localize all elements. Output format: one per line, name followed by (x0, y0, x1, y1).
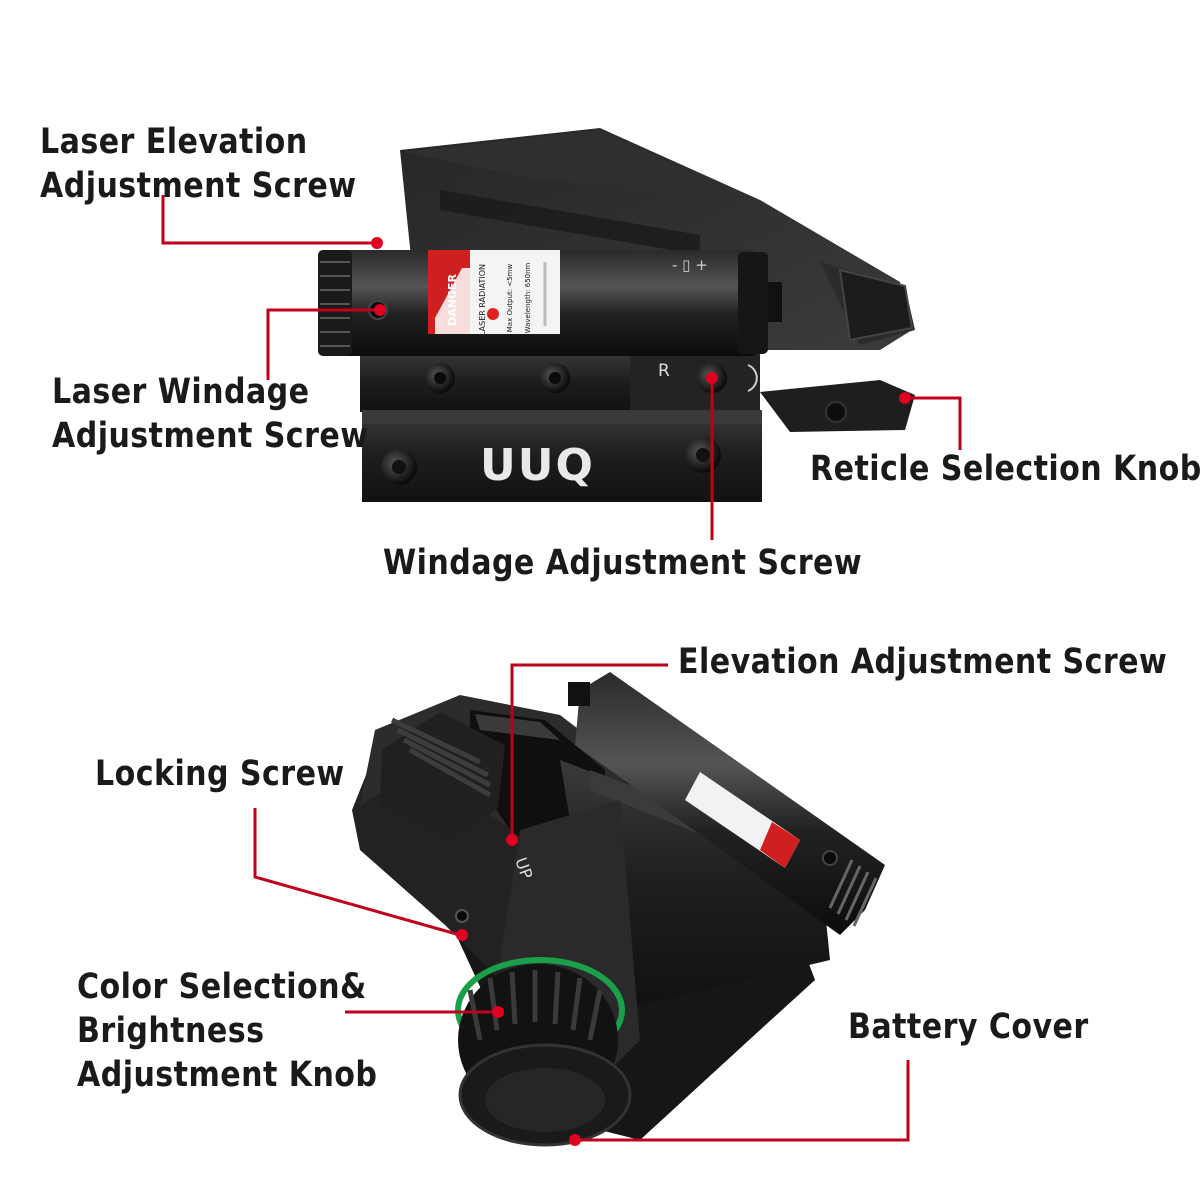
label-color-brightness-line1: Color Selection& (77, 967, 367, 1007)
label-windage: Windage Adjustment Screw (383, 543, 863, 583)
label-laser-windage-line2: Adjustment Screw (52, 416, 369, 456)
label-laser-elevation-line1: Laser Elevation (40, 122, 308, 162)
label-color-brightness-line2: Brightness (77, 1011, 265, 1051)
leader-battery (575, 1060, 910, 1142)
label-laser-windage-line1: Laser Windage (52, 372, 310, 412)
label-reticle-selection: Reticle Selection Knob (810, 449, 1200, 489)
brightness-knob (458, 964, 632, 1147)
label-line-wavelength: Wavelength: 650nm (524, 262, 532, 333)
rail-mark: R (658, 361, 670, 381)
battery-marks: - ▯ + (672, 256, 708, 274)
leader-reticle (905, 396, 962, 450)
brand-logo: UUQ (480, 440, 595, 491)
leader-laser-windage (266, 308, 378, 380)
label-laser-elevation: Laser Elevation Adjustment Screw (40, 120, 356, 208)
label-battery-cover: Battery Cover (848, 1007, 1089, 1047)
leader-dots (371, 237, 911, 1146)
label-line-radiation: LASER RADIATION (478, 264, 487, 336)
leader-laser-elevation (161, 195, 375, 245)
bottom-scope-illustration: UP (352, 672, 885, 1147)
label-color-brightness: Color Selection& Brightness Adjustment K… (77, 965, 377, 1097)
label-laser-windage: Laser Windage Adjustment Screw (52, 370, 368, 458)
leader-lines (161, 195, 962, 1142)
top-scope-illustration: R UUQ DANGER LAS (318, 128, 915, 502)
label-laser-elevation-line2: Adjustment Screw (40, 166, 357, 206)
label-line-danger: DANGER (446, 274, 459, 326)
label-color-brightness-line3: Adjustment Knob (77, 1055, 378, 1095)
leader-locking (253, 808, 461, 937)
label-line-output: Max Output: <5mw (506, 264, 514, 333)
laser-module-lower (568, 672, 885, 935)
label-elevation: Elevation Adjustment Screw (678, 642, 1168, 682)
leader-elevation (510, 663, 668, 838)
label-locking: Locking Screw (95, 754, 345, 794)
laser-module: DANGER LASER RADIATION Max Output: <5mw … (318, 250, 782, 356)
